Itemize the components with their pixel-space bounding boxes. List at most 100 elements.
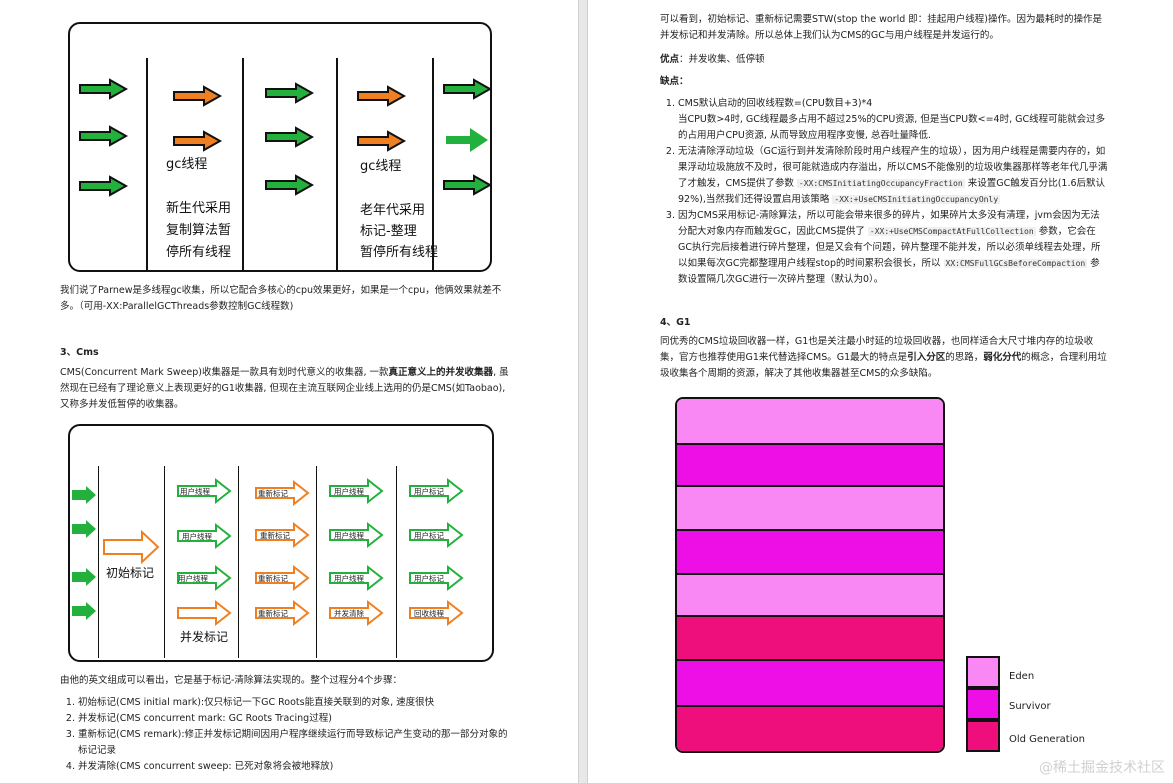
pros-label: 优点 <box>660 54 680 65</box>
steps-list: 初始标记(CMS initial mark):仅只标记一下GC Roots能直接… <box>60 695 510 775</box>
green-arrow <box>79 176 127 196</box>
step-item: 并发标记(CMS concurrent mark: GC Roots Traci… <box>78 711 510 727</box>
svg-text:重新标记: 重新标记 <box>258 573 288 583</box>
legend-swatch-eden <box>966 656 1000 688</box>
g1-heap-column <box>675 397 945 753</box>
steps-intro: 由他的英文组成可以看出，它是基于标记-清除算法实现的。整个过程分4个步骤： <box>60 675 402 686</box>
svg-text:重新标记: 重新标记 <box>258 608 288 618</box>
divider-line <box>242 58 244 270</box>
cms-heading: 3、Cms <box>60 347 99 358</box>
young-gen-line: 新生代采用 <box>166 201 232 216</box>
left-page: gc线程 新生代采用 复制算法暂 停所有线程 gc线程 老年代采用 标记-整理 … <box>0 0 578 783</box>
green-arrow <box>79 126 127 146</box>
hollow-orange-arrow: 重新标记 <box>255 479 310 507</box>
hollow-orange-arrow: 重新标记 <box>255 599 310 627</box>
heap-region-survivor <box>677 661 943 707</box>
divider-line <box>432 58 434 270</box>
hollow-orange-arrow <box>177 599 232 627</box>
orange-arrow <box>173 131 221 151</box>
heap-region-old <box>677 707 943 751</box>
heap-region-eden <box>677 487 943 531</box>
legend-label-survivor: Survivor <box>1009 701 1051 712</box>
divider-line <box>238 466 239 658</box>
hollow-green-arrow: 用户线程 <box>329 564 384 592</box>
svg-text:用户线程: 用户线程 <box>334 530 364 540</box>
heap-region-survivor <box>677 531 943 575</box>
heap-region-old <box>677 617 943 661</box>
right-page: 可以看到，初始标记、重新标记需要STW(stop the world 即：挂起用… <box>588 0 1173 783</box>
green-arrow <box>72 602 96 620</box>
initial-mark-label: 初始标记 <box>106 566 155 580</box>
parnew-arrows <box>79 79 490 196</box>
hollow-green-arrow: 用户线程 <box>329 521 384 549</box>
cons-item-detail: 当CPU数>4时, GC线程最多占用不超过25%的CPU资源, 但是当CPU数<… <box>678 114 1106 141</box>
legend-label-eden: Eden <box>1009 671 1035 682</box>
svg-text:用户线程: 用户线程 <box>334 486 364 496</box>
green-arrow <box>265 83 313 103</box>
hollow-green-arrow: 用户标记 <box>409 564 464 592</box>
hollow-green-arrow: 用户线程 <box>177 522 232 550</box>
cons-item-text: 参数设置隔几次GC进行一次碎片整理（默认为0）。 <box>678 258 1100 285</box>
hollow-green-arrow: 用户线程 <box>329 477 384 505</box>
green-arrow <box>443 175 490 195</box>
step-item: 初始标记(CMS initial mark):仅只标记一下GC Roots能直接… <box>78 695 510 711</box>
g1-heading: 4、G1 <box>660 317 691 328</box>
divider-line <box>164 466 165 658</box>
divider-line <box>336 58 338 270</box>
step-item: 重新标记(CMS remark):修正并发标记期间因用户程序继续运行而导致标记产… <box>78 727 510 759</box>
hollow-green-arrow: 用户标记 <box>409 521 464 549</box>
parnew-paragraph: 我们说了Parnew是多线程gc收集，所以它配合多核心的cpu效果更好，如果是一… <box>60 285 502 312</box>
pros-text: ：并发收集、低停顿 <box>679 54 765 65</box>
old-gen-line: 标记-整理 <box>360 224 417 239</box>
heap-region-survivor <box>677 445 943 487</box>
code-snippet: -XX:CMSInitiatingOccupancyFraction <box>796 179 965 188</box>
gc-thread-label: gc线程 <box>360 159 402 174</box>
hollow-orange-arrow: 重新标记 <box>255 521 310 549</box>
cms-arrows: 用户线程 用户线程 用户线程 重新标记 重新标记 重新标记 重新标记 用户线程 … <box>72 477 464 627</box>
divider-line <box>98 466 99 658</box>
hollow-orange-arrow: 回收线程 <box>409 599 464 627</box>
cons-label-text: 缺点： <box>660 76 689 87</box>
svg-text:重新标记: 重新标记 <box>260 530 290 540</box>
legend-label-old: Old Generation <box>1009 734 1085 745</box>
svg-text:并发清除: 并发清除 <box>334 608 364 618</box>
hollow-green-arrow: 用户线程 <box>177 564 232 592</box>
heap-region-eden <box>677 399 943 445</box>
green-arrow <box>72 568 96 586</box>
green-arrow <box>446 128 488 152</box>
green-arrow <box>72 486 96 504</box>
stw-paragraph: 可以看到，初始标记、重新标记需要STW(stop the world 即：挂起用… <box>660 14 1102 41</box>
initial-mark-arrow <box>103 529 160 565</box>
cons-item-text: 因为CMS采用标记-清除算法，所以可能会带来很多的碎片，如果碎片太多没有清理，j… <box>678 210 1100 237</box>
g1-bold: 弱化分代 <box>983 352 1022 363</box>
old-gen-line: 老年代采用 <box>360 203 426 218</box>
old-gen-line: 暂停所有线程 <box>360 245 439 260</box>
step-item: 并发清除(CMS concurrent sweep: 已死对象将会被地释放) <box>78 759 510 775</box>
concurrent-mark-label: 并发标记 <box>180 630 229 644</box>
g1-text: 同优秀的CMS垃圾回收器一样，G1也是关注最小时延的垃圾回收器，也同样适合大尺寸… <box>660 336 1094 363</box>
svg-text:用户标记: 用户标记 <box>414 486 444 496</box>
cons-item: CMS默认启动的回收线程数=(CPU数目+3)*4 当CPU数>4时, GC线程… <box>678 96 1108 144</box>
cms-intro-bold: 真正意义上的并发收集器 <box>388 367 494 378</box>
svg-text:重新标记: 重新标记 <box>258 488 288 498</box>
divider-line <box>396 466 397 658</box>
orange-arrow <box>173 86 221 106</box>
code-snippet: -XX:+UseCMSCompactAtFullCollection <box>867 227 1036 236</box>
green-arrow <box>265 175 313 195</box>
watermark: @稀土掘金技术社区 <box>1039 760 1165 776</box>
green-arrow <box>79 79 127 99</box>
svg-text:用户线程: 用户线程 <box>334 573 364 583</box>
cons-item-text: 来设置GC触发百分比(1.6后默认92%),当然我们还得设置启用该策略 <box>678 178 1106 205</box>
svg-text:用户标记: 用户标记 <box>414 573 444 583</box>
svg-text:用户线程: 用户线程 <box>180 486 210 496</box>
young-gen-line: 停所有线程 <box>166 245 232 260</box>
parnew-diagram: gc线程 新生代采用 复制算法暂 停所有线程 gc线程 老年代采用 标记-整理 … <box>68 22 492 272</box>
cons-item-text: 无法清除浮动垃圾（GC运行到并发清除阶段时用户线程产生的垃圾），因为用户线程是需… <box>678 146 1108 189</box>
svg-text:回收线程: 回收线程 <box>414 608 444 618</box>
code-snippet: XX:CMSFullGCsBeforeCompaction <box>943 259 1088 268</box>
young-gen-line: 复制算法暂 <box>166 223 232 238</box>
hollow-orange-arrow: 并发清除 <box>329 599 384 627</box>
orange-arrow <box>357 131 405 151</box>
cms-intro-text: , 虽然现在已经有了理论意义上表现更好的G1收集器, 但现在主流互联网企业线上选… <box>60 367 509 410</box>
orange-arrow <box>357 86 405 106</box>
